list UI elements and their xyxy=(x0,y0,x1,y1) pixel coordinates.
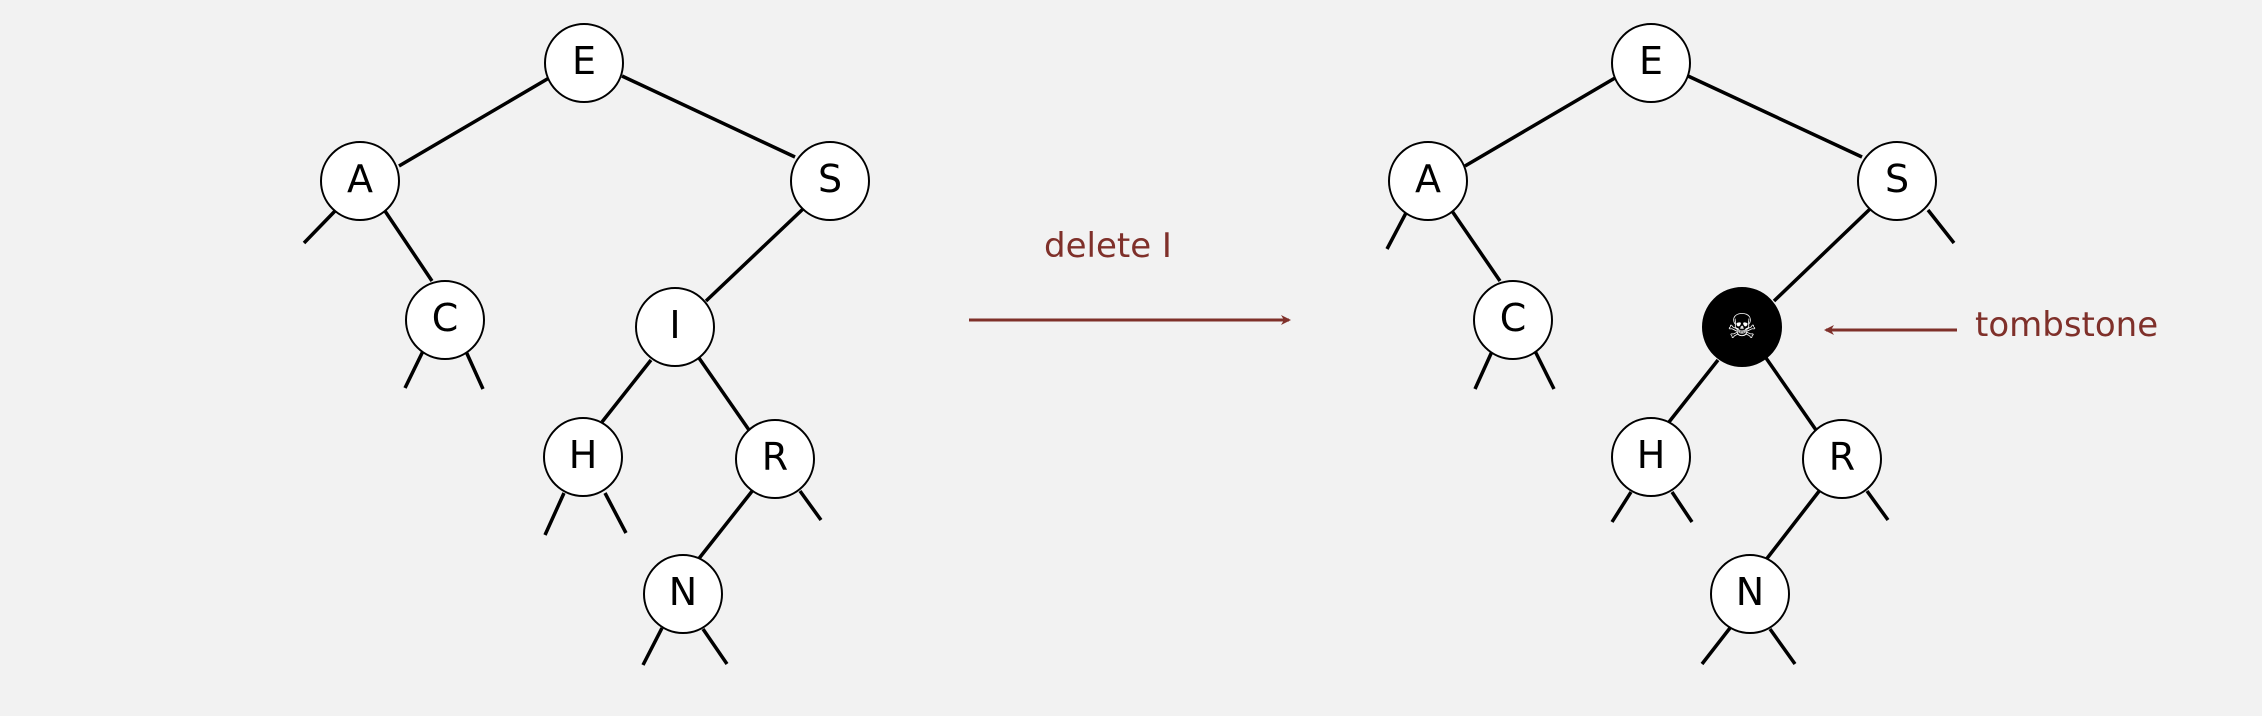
node-h: H xyxy=(543,417,623,497)
node-label-i: I xyxy=(669,303,680,347)
tombstone-label: tombstone xyxy=(1975,305,2158,345)
node-e: E xyxy=(544,23,624,103)
node-c: C xyxy=(405,280,485,360)
null-link xyxy=(462,346,485,390)
edge-tombstone-h xyxy=(1667,358,1720,424)
null-link xyxy=(1610,491,1633,523)
null-link xyxy=(1926,208,1956,245)
tombstone-node: ☠ xyxy=(1702,287,1782,367)
node-label-e: E xyxy=(572,39,596,83)
edge-i-h xyxy=(600,358,653,424)
node-s: S xyxy=(1857,141,1937,221)
node-a: A xyxy=(1388,141,1468,221)
node-e: E xyxy=(1611,23,1691,103)
node-i: I xyxy=(635,287,715,367)
edge-tombstone-r xyxy=(1764,357,1818,431)
node-label-c: C xyxy=(432,296,459,340)
null-link xyxy=(1700,626,1732,666)
null-link xyxy=(543,492,566,536)
edge-s-i xyxy=(704,207,805,303)
null-link xyxy=(1531,346,1556,390)
edge-e-a xyxy=(398,76,550,168)
node-label-r: R xyxy=(1829,435,1855,479)
node-h: H xyxy=(1611,417,1691,497)
delete-label: delete I xyxy=(1044,226,1172,266)
null-link xyxy=(1473,346,1496,390)
null-link xyxy=(1768,627,1797,666)
edge-r-n xyxy=(695,488,755,563)
edge-r-n xyxy=(1763,488,1822,563)
node-label-s: S xyxy=(818,157,842,201)
edge-a-c xyxy=(1450,210,1502,282)
tombstone-annotation: tombstone xyxy=(1824,305,2158,345)
null-link xyxy=(1670,491,1694,523)
edge-i-r xyxy=(697,357,751,431)
null-link xyxy=(701,628,729,665)
node-label-r: R xyxy=(762,435,788,479)
null-link xyxy=(1865,489,1890,522)
node-label-c: C xyxy=(1500,296,1527,340)
edge-a-c xyxy=(383,210,434,282)
node-label-s: S xyxy=(1885,157,1909,201)
node-r: R xyxy=(735,419,815,499)
null-link xyxy=(1385,210,1409,250)
delete-operation: delete I xyxy=(969,226,1291,325)
node-s: S xyxy=(790,141,870,221)
node-n: N xyxy=(643,554,723,634)
node-r: R xyxy=(1802,419,1882,499)
node-label-n: N xyxy=(669,570,697,614)
node-label-h: H xyxy=(1637,433,1666,477)
null-link xyxy=(603,492,628,534)
tree-after: E A S C ☠ H R N xyxy=(1385,23,1956,666)
null-link xyxy=(798,489,823,522)
node-c: C xyxy=(1473,280,1553,360)
node-n: N xyxy=(1710,554,1790,634)
edge-e-a xyxy=(1464,76,1616,168)
tree-before: E A S C I H R N xyxy=(302,23,870,666)
null-link xyxy=(302,209,337,245)
edge-s-tombstone xyxy=(1772,207,1872,303)
node-label-a: A xyxy=(347,157,373,201)
node-a: A xyxy=(320,141,400,221)
node-label-h: H xyxy=(569,433,598,477)
null-link xyxy=(641,627,664,666)
null-link xyxy=(403,346,427,389)
node-label-n: N xyxy=(1736,570,1764,614)
skull-and-crossbones-icon: ☠ xyxy=(1727,307,1757,347)
edge-e-s xyxy=(1687,74,1863,159)
edge-e-s xyxy=(621,74,796,159)
node-label-a: A xyxy=(1415,157,1441,201)
node-label-e: E xyxy=(1639,39,1663,83)
